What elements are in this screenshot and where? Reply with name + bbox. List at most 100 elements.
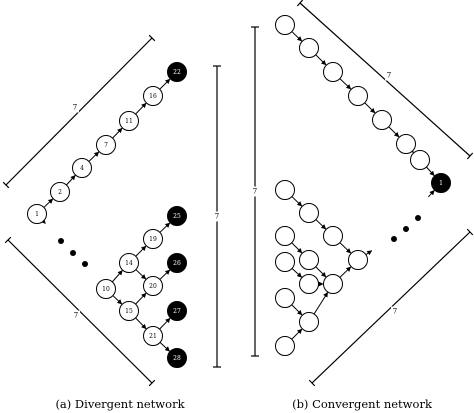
divergent-dimension-brackets: 7 7 7 xyxy=(2,34,221,387)
divergent-ellipsis xyxy=(58,238,88,267)
divergent-node xyxy=(96,279,116,299)
convergent-node xyxy=(372,110,392,130)
divergent-node xyxy=(167,253,187,273)
node-label: 4 xyxy=(80,165,84,172)
divergent-node xyxy=(143,86,163,106)
dimension-label: 7 xyxy=(253,188,257,196)
convergent-edges xyxy=(291,31,435,340)
node-label: 20 xyxy=(149,283,157,290)
ellipsis-dot xyxy=(391,236,397,242)
convergent-edge xyxy=(291,242,303,254)
divergent-node xyxy=(119,253,139,273)
dimension-tick xyxy=(308,379,316,387)
divergent-edge xyxy=(135,102,147,115)
convergent-node xyxy=(275,252,295,272)
ellipsis-dot xyxy=(415,215,421,221)
divergent-edge xyxy=(135,269,147,280)
divergent-node xyxy=(27,204,47,224)
convergent-ellipsis xyxy=(391,215,421,242)
convergent-edge-from-ellipsis xyxy=(428,190,435,198)
node-label: 1 xyxy=(35,211,39,218)
divergent-edge xyxy=(135,317,147,330)
divergent-edge xyxy=(135,245,147,257)
convergent-node xyxy=(299,274,319,294)
convergent-node xyxy=(348,86,368,106)
convergent-node xyxy=(299,312,319,332)
divergent-edge xyxy=(88,151,100,162)
convergent-edge-to-ellipsis xyxy=(365,250,373,256)
dimension-label: 7 xyxy=(215,213,219,221)
divergent-edge xyxy=(159,78,171,90)
node-label: 25 xyxy=(173,213,181,220)
dimension-tick xyxy=(466,228,474,236)
divergent-edge xyxy=(159,342,170,352)
dimension-tick xyxy=(148,34,156,42)
divergent-node xyxy=(143,326,163,346)
divergent-edge xyxy=(43,198,54,208)
divergent-node xyxy=(119,301,139,321)
divergent-edge xyxy=(111,270,123,283)
convergent-edge xyxy=(313,292,329,315)
node-label: 19 xyxy=(149,236,157,243)
convergent-edge xyxy=(291,304,303,316)
divergent-node xyxy=(143,276,163,296)
divergent-edge xyxy=(159,222,171,233)
convergent-edge xyxy=(291,196,303,207)
convergent-node xyxy=(410,150,430,170)
node-label: 27 xyxy=(173,308,181,315)
divergent-node xyxy=(143,229,163,249)
node-label: 15 xyxy=(125,308,133,315)
convergent-node xyxy=(348,250,368,270)
divergent-edge xyxy=(159,317,171,330)
node-label: 2 xyxy=(58,189,62,196)
divergent-node xyxy=(119,111,139,131)
convergent-node xyxy=(299,250,319,270)
node-label: 22 xyxy=(173,69,181,76)
convergent-edge xyxy=(315,266,327,278)
convergent-edge xyxy=(315,219,327,230)
dimension-label: 7 xyxy=(387,72,391,80)
divergent-edge xyxy=(159,269,171,280)
divergent-node xyxy=(50,182,70,202)
node-label: 28 xyxy=(173,355,181,362)
dimension-label-bg xyxy=(251,186,259,197)
node-label: 10 xyxy=(102,286,110,293)
convergent-edge xyxy=(291,31,303,42)
node-label: 16 xyxy=(149,93,157,100)
convergent-dimension-brackets: 777 xyxy=(251,0,474,387)
convergent-node xyxy=(299,38,319,58)
ellipsis-dot xyxy=(70,250,76,256)
dimension-label: 7 xyxy=(74,312,78,320)
divergent-node xyxy=(72,158,92,178)
convergent-node xyxy=(323,226,343,246)
divergent-edges xyxy=(40,78,171,352)
node-label: 21 xyxy=(149,333,157,340)
convergent-edge-to-sink xyxy=(426,166,435,176)
convergent-edge xyxy=(291,328,303,340)
divergent-edge xyxy=(135,292,147,305)
convergent-edge xyxy=(364,102,376,114)
dimension-label-bg xyxy=(72,310,80,321)
convergent-node xyxy=(299,203,319,223)
convergent-node xyxy=(323,62,343,82)
dimension-label: 7 xyxy=(73,104,77,112)
dimension-tick xyxy=(296,0,304,7)
divergent-node xyxy=(167,206,187,226)
convergent-sink-node xyxy=(431,173,451,193)
convergent-node xyxy=(275,226,295,246)
dimension-label-bg xyxy=(213,211,221,222)
convergent-edge xyxy=(339,242,352,254)
dimension-tick xyxy=(2,181,10,189)
convergent-node xyxy=(396,134,416,154)
node-label: 7 xyxy=(104,142,108,149)
convergent-node xyxy=(275,15,295,35)
caption-divergent: (a) Divergent network xyxy=(55,397,185,411)
node-label: 11 xyxy=(125,118,133,125)
dimension-tick xyxy=(148,379,156,387)
node-label: 1 xyxy=(439,180,443,187)
divergent-edge xyxy=(112,127,123,139)
dimension-label-bg xyxy=(71,102,79,113)
divergent-edge xyxy=(112,295,123,305)
